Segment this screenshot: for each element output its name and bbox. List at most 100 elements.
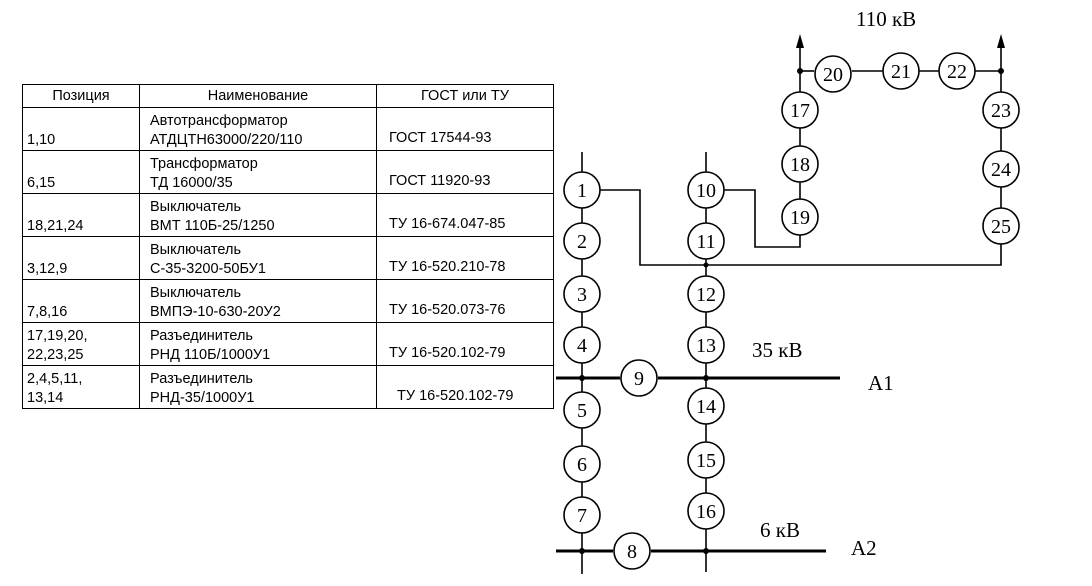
node-7: 7: [563, 496, 601, 534]
voltage-35-label: 35 кВ: [752, 338, 802, 362]
node-12: 12: [687, 275, 725, 313]
arrow-up-icon: [997, 34, 1005, 48]
node-label: 7: [577, 505, 587, 527]
node-circle: [687, 171, 725, 209]
node-label: 24: [991, 159, 1011, 181]
node-circle: [563, 496, 601, 534]
node-2: 2: [563, 222, 601, 260]
node-label: 1: [577, 180, 587, 202]
equipment-type: Разъединитель: [150, 328, 253, 344]
node-label: 4: [577, 335, 587, 357]
junction-dot: [797, 68, 803, 74]
node-circle: [687, 492, 725, 530]
cell-position: 6,15: [22, 150, 140, 194]
node-19: 19: [781, 198, 819, 236]
bus-a1-label: А1: [868, 371, 894, 395]
node-label: 16: [696, 501, 716, 523]
node-24: 24: [982, 150, 1020, 188]
node-20: 20: [814, 55, 852, 93]
node-label: 2: [577, 231, 587, 253]
node-label: 8: [627, 541, 637, 563]
node-21: 21: [882, 52, 920, 90]
equipment-model: ВМТ 110Б-25/1250: [150, 218, 275, 234]
node-label: 21: [891, 61, 911, 83]
node-label: 15: [696, 450, 716, 472]
node-15: 15: [687, 441, 725, 479]
node-label: 25: [991, 216, 1011, 238]
cell-position: 17,19,20, 22,23,25: [22, 322, 140, 366]
wire-tr10-to-110: [724, 189, 801, 248]
node-circle: [982, 91, 1020, 129]
node-circle: [563, 222, 601, 260]
node-circle: [687, 441, 725, 479]
junction-dot: [703, 375, 709, 381]
junction-dot: [579, 548, 585, 554]
table-header-row: Позиция Наименование ГОСТ или ТУ: [22, 84, 554, 108]
node-circle: [687, 387, 725, 425]
node-label: 20: [823, 64, 843, 86]
equipment-type: Разъединитель: [150, 371, 253, 387]
node-circle: [687, 275, 725, 313]
node-circle: [613, 532, 651, 570]
node-18: 18: [781, 145, 819, 183]
node-circle: [814, 55, 852, 93]
node-label: 11: [696, 231, 715, 253]
equipment-type: Автотрансформатор: [150, 113, 288, 129]
node-circle: [882, 52, 920, 90]
node-circle: [781, 198, 819, 236]
node-3: 3: [563, 275, 601, 313]
junction-dot: [703, 262, 709, 268]
node-label: 6: [577, 454, 587, 476]
equipment-type: Трансформатор: [150, 156, 258, 172]
node-label: 19: [790, 207, 810, 229]
node-label: 9: [634, 368, 644, 390]
node-circle: [563, 391, 601, 429]
node-circle: [982, 207, 1020, 245]
equipment-model: С-35-3200-50БУ1: [150, 261, 266, 277]
node-10: 10: [687, 171, 725, 209]
cell-standard: ТУ 16-520.073-76: [376, 279, 554, 323]
node-4: 4: [563, 326, 601, 364]
node-label: 5: [577, 400, 587, 422]
node-circle: [563, 171, 601, 209]
node-label: 13: [696, 335, 716, 357]
junction-dot: [579, 375, 585, 381]
node-circle: [563, 326, 601, 364]
arrow-up-icon: [796, 34, 804, 48]
equipment-model: РНД-35/1000У1: [150, 390, 255, 406]
node-label: 17: [790, 100, 810, 122]
cell-position: 3,12,9: [22, 236, 140, 280]
node-circle: [687, 222, 725, 260]
node-6: 6: [563, 445, 601, 483]
node-circle: [938, 52, 976, 90]
cell-position: 18,21,24: [22, 193, 140, 237]
node-14: 14: [687, 387, 725, 425]
node-9: 9: [620, 359, 658, 397]
node-circle: [563, 275, 601, 313]
node-13: 13: [687, 326, 725, 364]
node-circle: [620, 359, 658, 397]
header-position: Позиция: [22, 84, 140, 108]
cell-standard: ТУ 16-674.047-85: [376, 193, 554, 237]
cell-standard: ТУ 16-520.210-78: [376, 236, 554, 280]
node-5: 5: [563, 391, 601, 429]
node-label: 14: [696, 396, 716, 418]
node-circle: [563, 445, 601, 483]
equipment-type: Выключатель: [150, 242, 241, 258]
equipment-model: ТД 16000/35: [150, 175, 233, 191]
node-circle: [781, 91, 819, 129]
node-circle: [982, 150, 1020, 188]
equipment-model: АТДЦТН63000/220/110: [150, 132, 303, 148]
node-circle: [781, 145, 819, 183]
equipment-type: Выключатель: [150, 285, 241, 301]
